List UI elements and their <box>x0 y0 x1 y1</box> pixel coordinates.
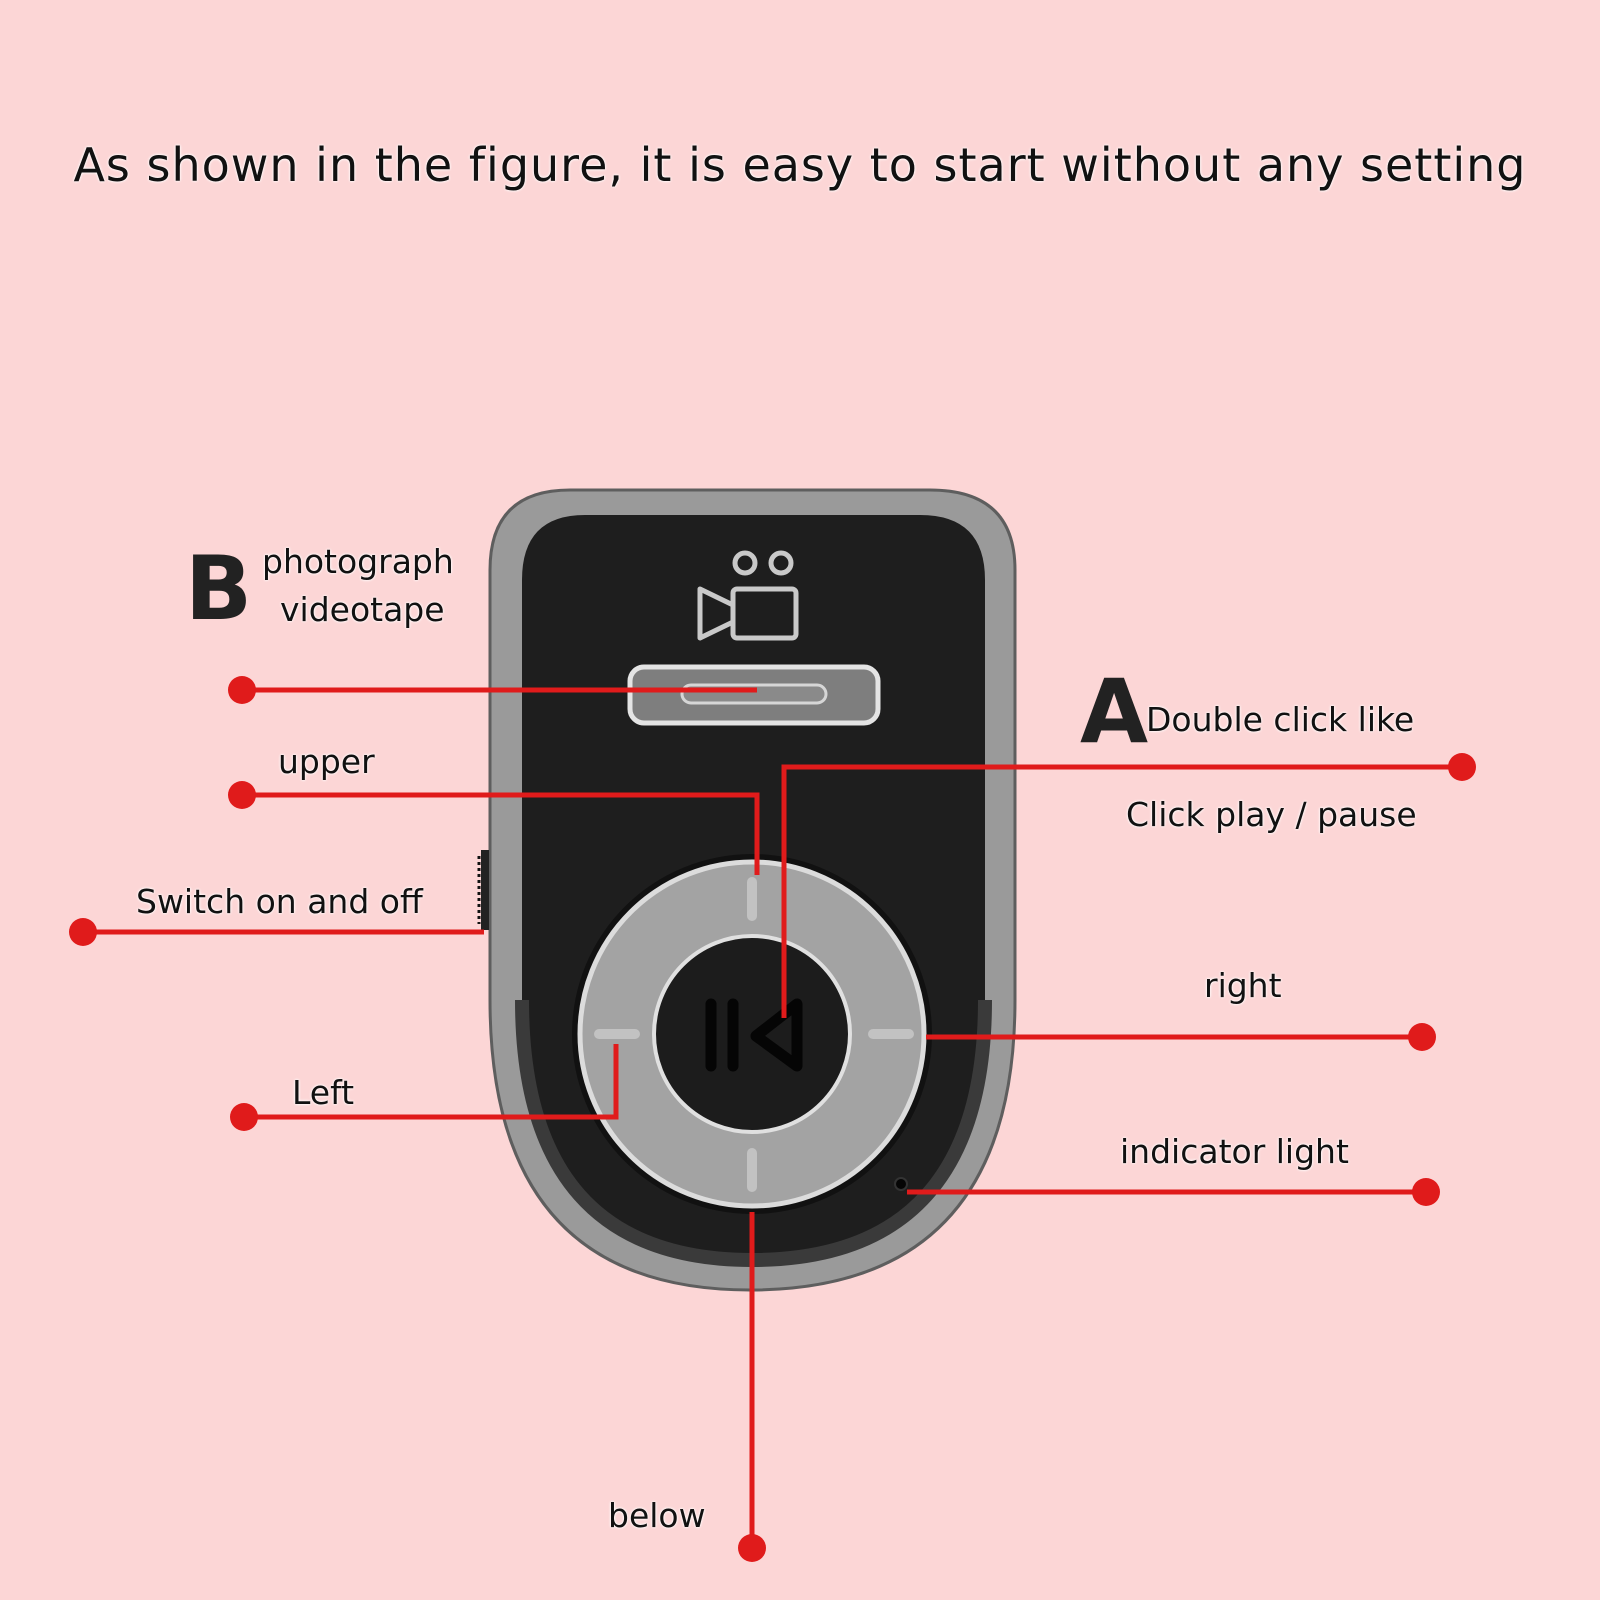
label-left: Left <box>292 1073 355 1112</box>
dial-up-mark <box>747 877 757 921</box>
dial-down-mark <box>747 1148 757 1192</box>
label-a-letter: A <box>1080 660 1149 763</box>
label-upper: upper <box>278 742 375 781</box>
label-below: below <box>608 1496 706 1535</box>
indicator-light <box>894 1177 908 1191</box>
callout-lines <box>83 687 1462 1548</box>
play-pause-icon <box>705 998 803 1072</box>
dial-left-mark <box>594 1029 640 1039</box>
dial-right-mark <box>868 1029 914 1039</box>
label-photograph: photograph <box>262 542 454 581</box>
play-pause-button[interactable] <box>652 934 852 1134</box>
label-click-play-pause: Click play / pause <box>1126 795 1417 834</box>
label-videotape: videotape <box>280 590 445 629</box>
label-switch: Switch on and off <box>136 882 423 921</box>
label-b-letter: B <box>185 537 253 640</box>
page-headline: As shown in the figure, it is easy to st… <box>73 138 1527 192</box>
photo-video-button[interactable] <box>627 664 881 726</box>
video-camera-icon <box>697 550 799 641</box>
power-switch[interactable] <box>477 850 489 930</box>
callout-dots <box>69 676 1476 1562</box>
label-right: right <box>1204 966 1282 1005</box>
label-indicator-light: indicator light <box>1120 1132 1349 1171</box>
label-double-click: Double click like <box>1146 700 1415 739</box>
